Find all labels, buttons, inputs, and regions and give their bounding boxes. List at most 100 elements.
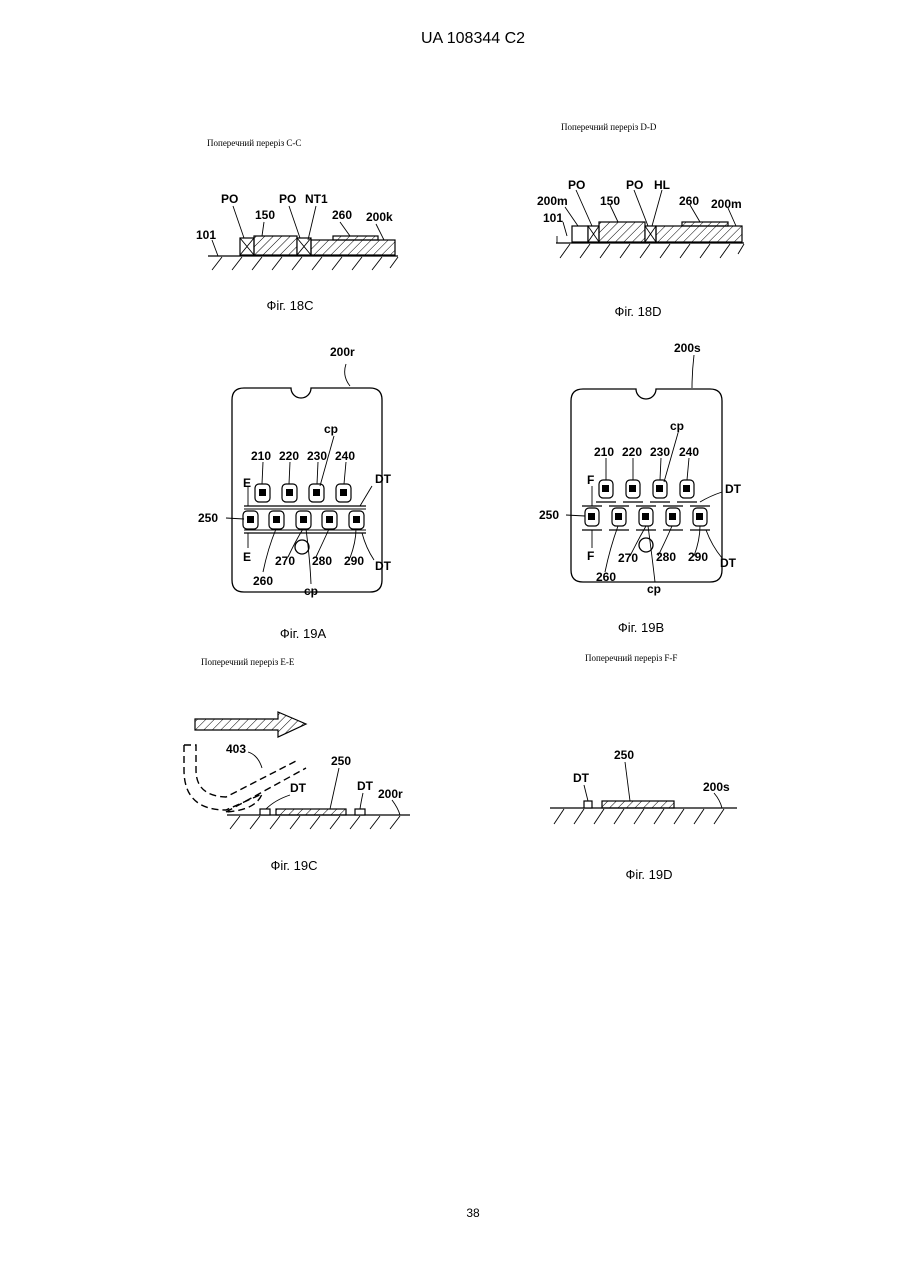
label-210: 210 <box>594 445 614 459</box>
figure-caption-19a: Фіг. 19A <box>280 626 327 641</box>
contact-pad <box>642 513 649 520</box>
label-200r: 200r <box>330 345 355 359</box>
figure-19c: Поперечний переріз E-E 403 250 DT DT 200… <box>184 657 410 873</box>
label-230: 230 <box>650 445 670 459</box>
contact-pad <box>696 513 703 520</box>
figure-18d: Поперечний переріз D-D PO PO HL 200m <box>537 122 744 319</box>
ground-hatching <box>560 244 744 258</box>
contact-pad <box>669 513 676 520</box>
ground-hatching <box>554 809 724 824</box>
ground-hatching <box>230 816 400 829</box>
contact-pad <box>286 489 293 496</box>
leader-200s <box>692 355 694 388</box>
contact-pad <box>602 485 609 492</box>
layer-250 <box>276 809 346 815</box>
label-250: 250 <box>614 748 634 762</box>
label-150: 150 <box>255 208 275 222</box>
figure-caption-18c: Фіг. 18C <box>267 298 314 313</box>
contact-pad <box>615 513 622 520</box>
label-cp: cp <box>647 582 661 596</box>
figure-caption-19c: Фіг. 19C <box>271 858 318 873</box>
contact-row-upper <box>255 484 351 502</box>
label-280: 280 <box>312 554 332 568</box>
label-200s: 200s <box>674 341 701 355</box>
label-f: F <box>587 549 594 563</box>
contact-pad <box>247 516 254 523</box>
label-hl: HL <box>654 178 670 192</box>
layer-200k <box>311 240 395 255</box>
section-title-c-c: Поперечний переріз C-C <box>207 138 301 148</box>
contact-pad <box>326 516 333 523</box>
contact-pad <box>273 516 280 523</box>
label-e: E <box>243 550 251 564</box>
figure-19d: Поперечний переріз F-F DT 250 200s Фіг. … <box>550 653 737 882</box>
label-200m: 200m <box>537 194 568 208</box>
contact-pad <box>340 489 347 496</box>
label-270: 270 <box>618 551 638 565</box>
label-200s: 200s <box>703 780 730 794</box>
label-210: 210 <box>251 449 271 463</box>
layer-200m <box>656 226 742 242</box>
label-101: 101 <box>543 211 563 225</box>
label-po: PO <box>279 192 296 206</box>
label-dt: DT <box>725 482 742 496</box>
label-po: PO <box>626 178 643 192</box>
label-280: 280 <box>656 550 676 564</box>
leader-200r <box>345 364 350 386</box>
dt-block-1 <box>260 809 270 815</box>
contact-pad <box>629 485 636 492</box>
label-nt1: NT1 <box>305 192 328 206</box>
layer-260 <box>682 222 728 226</box>
label-230: 230 <box>307 449 327 463</box>
label-240: 240 <box>335 449 355 463</box>
contact-pad <box>313 489 320 496</box>
contact-pad <box>353 516 360 523</box>
label-cp: cp <box>324 422 338 436</box>
label-200k: 200k <box>366 210 393 224</box>
label-220: 220 <box>279 449 299 463</box>
label-260: 260 <box>679 194 699 208</box>
label-200m: 200m <box>711 197 742 211</box>
dt-block-2 <box>355 809 365 815</box>
layer-150 <box>599 222 645 242</box>
label-dt: DT <box>720 556 737 570</box>
layer-200m-left <box>572 226 588 242</box>
label-dt: DT <box>573 771 590 785</box>
label-dt: DT <box>357 779 374 793</box>
label-cp: cp <box>304 584 318 598</box>
layer-250 <box>602 801 674 808</box>
contact-pad <box>259 489 266 496</box>
label-200r: 200r <box>378 787 403 801</box>
figure-19a: 200r <box>198 345 392 641</box>
leader-dt <box>360 486 372 506</box>
label-250: 250 <box>331 754 351 768</box>
label-dt: DT <box>375 472 392 486</box>
figure-caption-19b: Фіг. 19B <box>618 620 664 635</box>
label-101: 101 <box>196 228 216 242</box>
label-260: 260 <box>596 570 616 584</box>
label-260: 260 <box>253 574 273 588</box>
label-cp: cp <box>670 419 684 433</box>
layer-150 <box>254 236 297 255</box>
figure-18c: Поперечний переріз C-C PO PO NT1 150 260 <box>196 138 398 313</box>
label-150: 150 <box>600 194 620 208</box>
label-f: F <box>587 473 594 487</box>
figure-caption-18d: Фіг. 18D <box>615 304 662 319</box>
label-e: E <box>243 476 251 490</box>
hole <box>295 540 309 554</box>
ground-hatching <box>212 257 398 270</box>
label-po: PO <box>221 192 238 206</box>
label-po: PO <box>568 178 585 192</box>
section-title-d-d: Поперечний переріз D-D <box>561 122 657 132</box>
label-220: 220 <box>622 445 642 459</box>
section-title-f-f: Поперечний переріз F-F <box>585 653 677 663</box>
arrow-right-icon <box>195 712 306 737</box>
label-250: 250 <box>198 511 218 525</box>
label-403: 403 <box>226 742 246 756</box>
page-number: 38 <box>466 1206 480 1220</box>
contact-pad <box>683 485 690 492</box>
layer-260 <box>333 236 378 240</box>
label-250: 250 <box>539 508 559 522</box>
contact-pad <box>656 485 663 492</box>
